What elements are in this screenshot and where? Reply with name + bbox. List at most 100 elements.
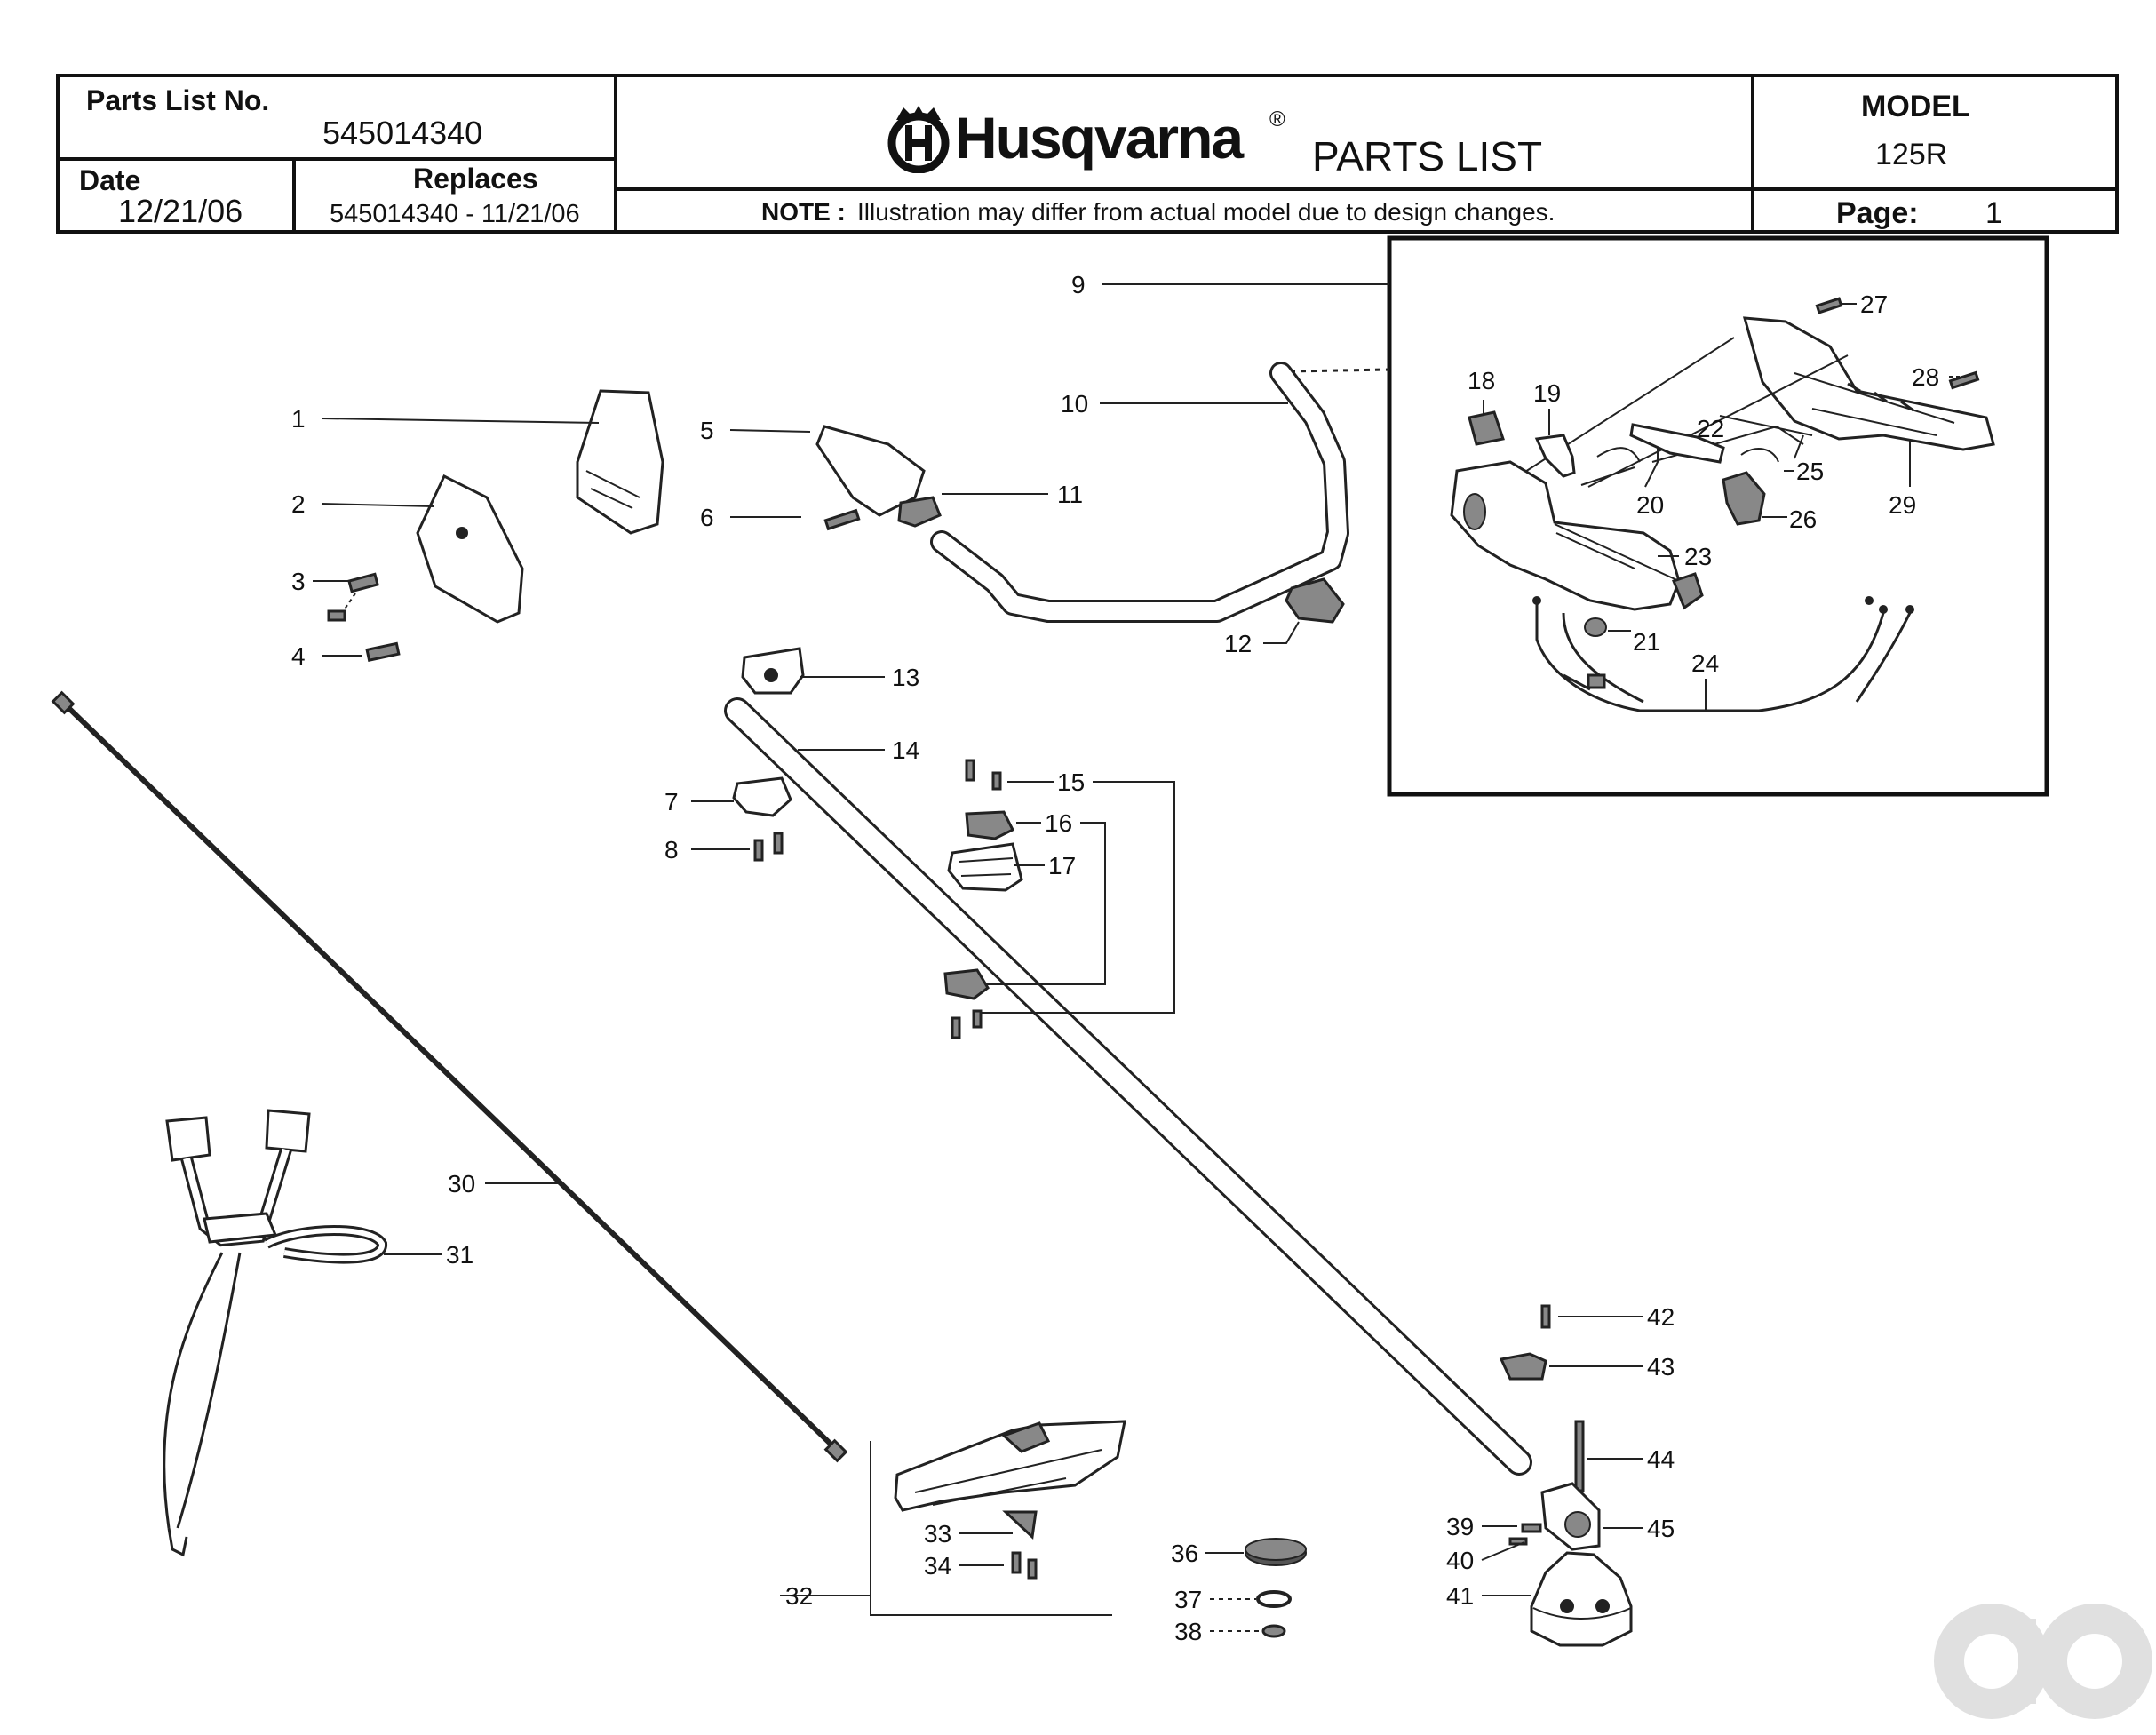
leader-40 xyxy=(1481,1541,1525,1561)
callout-37: 37 xyxy=(1174,1586,1202,1613)
part-25-spring xyxy=(1740,448,1779,463)
registered-mark: ® xyxy=(1269,107,1285,131)
part-31-harness xyxy=(163,1109,387,1557)
callout-33: 33 xyxy=(924,1520,951,1548)
header-replaces-box: Replaces 545014340 - 11/21/06 xyxy=(292,157,617,234)
part-32-guard xyxy=(894,1420,1126,1512)
part-5-grip xyxy=(815,425,926,517)
part-44-shaft xyxy=(1574,1420,1585,1492)
page-value: 1 xyxy=(1985,196,2002,230)
callout-24: 24 xyxy=(1691,649,1719,677)
part-11-clamp xyxy=(897,496,942,528)
part-36-washer xyxy=(1245,1538,1307,1566)
callout-27: 27 xyxy=(1860,290,1888,318)
callout-25: 25 xyxy=(1796,458,1824,485)
callout-32: 32 xyxy=(785,1582,813,1610)
callout-20: 20 xyxy=(1636,491,1664,519)
page-label: Page: xyxy=(1836,196,1919,230)
part-37-washer xyxy=(1256,1590,1292,1608)
callout-38: 38 xyxy=(1174,1618,1202,1645)
part-30-drive-shaft xyxy=(51,690,848,1463)
part-22-trigger xyxy=(1629,423,1725,464)
callout-22: 22 xyxy=(1697,415,1724,442)
inset-dashed-link xyxy=(1289,368,1390,373)
callout-14: 14 xyxy=(892,736,919,764)
callout-31: 31 xyxy=(446,1241,473,1269)
part-21-grommet xyxy=(1584,617,1607,637)
part-24-wire-harness xyxy=(1532,596,1914,712)
part-19-lever xyxy=(1534,434,1576,478)
callout-17: 17 xyxy=(1048,852,1076,879)
callout-34: 34 xyxy=(924,1552,951,1580)
part-12-guard xyxy=(1285,577,1345,624)
part-45-gear-head xyxy=(1540,1482,1601,1551)
callout-43: 43 xyxy=(1647,1353,1675,1381)
part-42-screw xyxy=(1540,1304,1551,1329)
part-38-nut xyxy=(1261,1624,1286,1638)
callout-30: 30 xyxy=(448,1170,475,1198)
part-6-screw xyxy=(823,508,861,531)
callout-45: 45 xyxy=(1647,1515,1675,1542)
callout-13: 13 xyxy=(892,664,919,691)
handle-assembly-inset-frame xyxy=(1387,235,2049,797)
part-39-40-screws xyxy=(1508,1523,1542,1546)
callout-10: 10 xyxy=(1061,390,1088,418)
note-text: Illustration may differ from actual mode… xyxy=(857,198,1555,226)
leader-32-bracket xyxy=(780,1441,1112,1616)
callout-11: 11 xyxy=(1057,481,1083,508)
callout-40: 40 xyxy=(1446,1547,1474,1574)
callout-36: 36 xyxy=(1171,1540,1198,1567)
part-33-blade xyxy=(1002,1510,1038,1540)
part-1-throttle-housing xyxy=(576,389,664,535)
header-parts-list-no-box: Parts List No. 545014340 xyxy=(56,74,617,161)
header-brand-box: Husqvarna ® PARTS LIST xyxy=(614,74,1754,191)
callout-18: 18 xyxy=(1468,367,1495,394)
callout-12: 12 xyxy=(1224,630,1252,657)
model-value: 125R xyxy=(1875,138,1948,171)
leader-2 xyxy=(321,503,434,507)
callout-41: 41 xyxy=(1446,1582,1474,1610)
date-label: Date xyxy=(79,164,141,196)
callout-42: 42 xyxy=(1647,1303,1675,1331)
part-18-switch xyxy=(1468,410,1505,446)
replaces-value: 545014340 - 11/21/06 xyxy=(330,200,580,228)
model-label: MODEL xyxy=(1861,90,1970,123)
part-3-screw xyxy=(327,572,379,622)
part-17-switch-block xyxy=(947,842,1023,892)
part-7-clamp xyxy=(732,776,792,817)
callout-9: 9 xyxy=(1071,271,1086,298)
leader-5 xyxy=(729,429,811,433)
callout-19: 19 xyxy=(1533,379,1561,407)
part-14-shaft-tube xyxy=(724,697,1532,1476)
part-34-screws xyxy=(1011,1551,1038,1580)
part-23-rear-handle xyxy=(1450,460,1704,611)
callout-28: 28 xyxy=(1912,363,1939,391)
parts-list-title: PARTS LIST xyxy=(1312,133,1543,179)
callout-39: 39 xyxy=(1446,1513,1474,1540)
part-16-bracket xyxy=(965,810,1015,840)
callout-16: 16 xyxy=(1045,809,1072,837)
callout-2: 2 xyxy=(291,490,306,518)
leader-15 xyxy=(981,781,1175,1014)
parts-list-no-label: Parts List No. xyxy=(86,84,270,116)
leader-12 xyxy=(1263,621,1300,644)
part-8-screws xyxy=(753,832,784,862)
header-note-box: NOTE : Illustration may differ from actu… xyxy=(614,187,1754,234)
callout-5: 5 xyxy=(700,417,714,444)
husqvarna-crown-logo-icon xyxy=(887,106,950,173)
date-value: 12/21/06 xyxy=(118,193,243,229)
replaces-label: Replaces xyxy=(413,163,538,195)
part-20-spring xyxy=(1596,447,1641,463)
part-27-screw xyxy=(1815,297,1843,314)
part-41-gear-housing xyxy=(1530,1551,1633,1647)
part-16-cap xyxy=(943,968,990,1000)
part-26-throttle-lock xyxy=(1722,471,1766,526)
callout-23: 23 xyxy=(1684,543,1712,570)
callout-labels: 1 2 3 4 5 6 7 8 9 10 11 12 13 14 15 16 1… xyxy=(291,271,1939,1645)
part-2-cover xyxy=(416,474,524,624)
part-15-screws xyxy=(965,759,1002,791)
callout-15: 15 xyxy=(1057,768,1085,796)
leader-1 xyxy=(321,418,600,424)
part-4-screw xyxy=(365,641,401,662)
